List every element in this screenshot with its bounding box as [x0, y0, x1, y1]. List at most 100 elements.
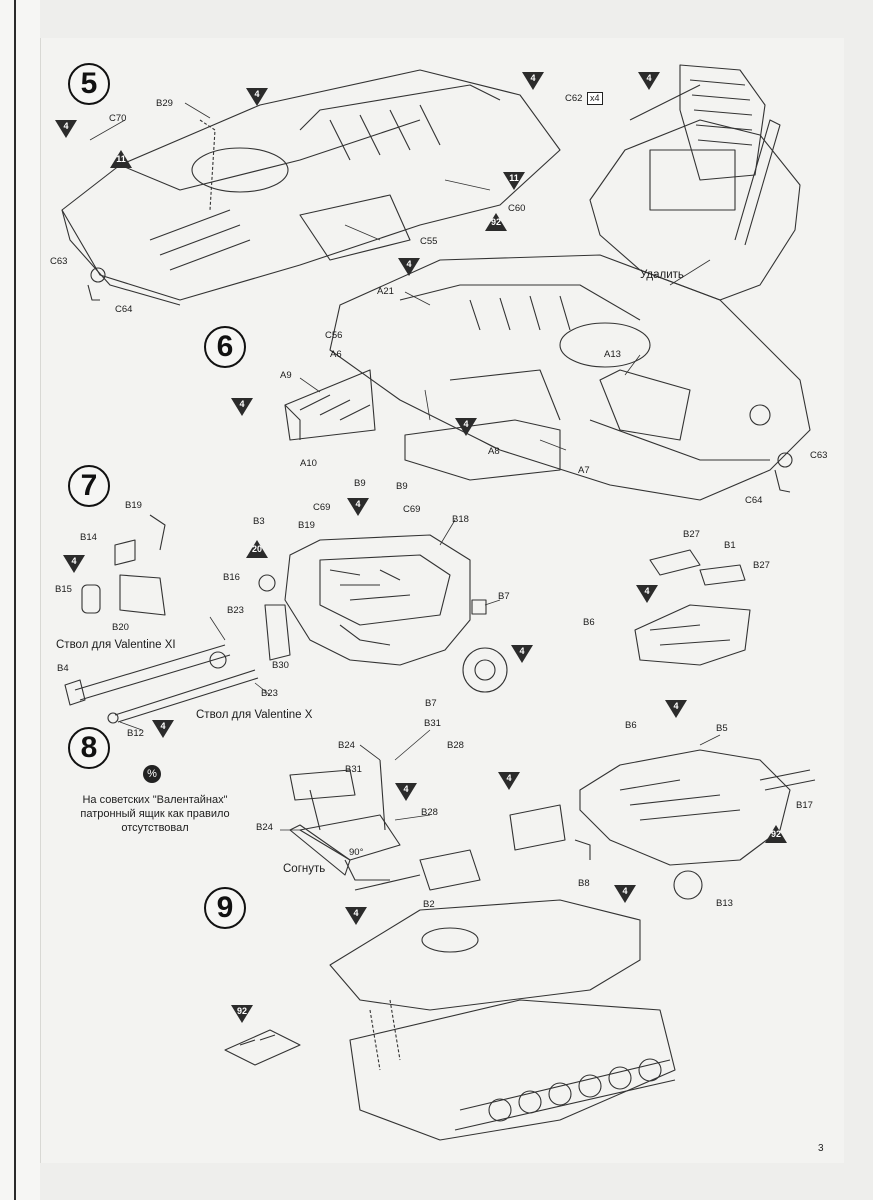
paint-code-triangle: 4 — [638, 72, 660, 90]
paint-code-triangle: 20 — [246, 540, 268, 558]
part-label: B5 — [716, 723, 728, 734]
step-number-6: 6 — [204, 326, 246, 368]
paint-code-triangle: 11 — [110, 150, 132, 168]
part-label: A21 — [377, 286, 394, 297]
part-label: B20 — [112, 622, 129, 633]
part-label: C63 — [810, 450, 828, 461]
paint-code-triangle: 4 — [345, 907, 367, 925]
hull-top-drawing — [61, 69, 561, 306]
paint-code-triangle: 4 — [665, 700, 687, 718]
step-number-9: 9 — [204, 887, 246, 929]
paint-code-triangle: 4 — [636, 585, 658, 603]
part-label: A6 — [330, 349, 342, 360]
part-label: B27 — [683, 529, 700, 540]
step-number-8: 8 — [68, 727, 110, 769]
part-label: A13 — [604, 349, 621, 360]
part-label: A9 — [280, 370, 292, 381]
paint-code-triangle: 4 — [395, 783, 417, 801]
part-label: B1 — [724, 540, 736, 551]
ammo-box-drawing — [289, 759, 401, 881]
part-label: C64 — [745, 495, 763, 506]
hull-rear-drawing — [589, 64, 801, 301]
part-label: B29 — [156, 98, 173, 109]
part-label: B30 — [272, 660, 289, 671]
paint-code-triangle: 4 — [55, 120, 77, 138]
paint-code-triangle: 4 — [246, 88, 268, 106]
paint-code-triangle: 92 — [231, 1005, 253, 1023]
part-label: B8 — [578, 878, 590, 889]
scan-margin — [0, 0, 40, 1200]
part-label: B14 — [80, 532, 97, 543]
quantity-badge: x4 — [587, 92, 603, 105]
soviet-valentine-note: На советских "Валентайнах" патронный ящи… — [80, 794, 230, 834]
paint-code-triangle: 4 — [455, 418, 477, 436]
paint-code-triangle: 4 — [398, 258, 420, 276]
part-label: C69 — [313, 502, 331, 513]
part-label: C69 — [403, 504, 421, 515]
step-number-5: 5 — [68, 63, 110, 105]
part-label: B3 — [253, 516, 265, 527]
part-label: B17 — [796, 800, 813, 811]
part-label: B19 — [125, 500, 142, 511]
part-label: B19 — [298, 520, 315, 531]
part-label: B2 — [423, 899, 435, 910]
part-label: B24 — [256, 822, 273, 833]
part-label: A7 — [578, 465, 590, 476]
paint-code-triangle: 11 — [503, 172, 525, 190]
binding-edge-line — [14, 0, 16, 1200]
part-label: C63 — [50, 256, 68, 267]
leader-lines — [89, 102, 721, 831]
part-label: B9 — [354, 478, 366, 489]
paint-code-triangle: 4 — [522, 72, 544, 90]
part-label: B24 — [338, 740, 355, 751]
paint-code-triangle: 4 — [347, 498, 369, 516]
page-number: 3 — [818, 1143, 824, 1154]
paint-code-triangle: 4 — [63, 555, 85, 573]
part-label: B31 — [424, 718, 441, 729]
part-label: B23 — [227, 605, 244, 616]
paint-code-triangle: 4 — [614, 885, 636, 903]
no-ammo-box-symbol: % — [143, 765, 161, 783]
paint-code-triangle: 92 — [485, 213, 507, 231]
part-label: B6 — [625, 720, 637, 731]
turret-drawing — [64, 514, 751, 724]
part-label: B9 — [396, 481, 408, 492]
part-label: B16 — [223, 572, 240, 583]
part-label: B13 — [716, 898, 733, 909]
part-label: B7 — [425, 698, 437, 709]
hull-body-drawing — [284, 254, 811, 501]
paint-code-triangle: 4 — [511, 645, 533, 663]
bend-instruction: Согнуть — [283, 863, 326, 875]
part-label: C64 — [115, 304, 133, 315]
part-label: C56 — [325, 330, 343, 341]
remove-instruction: Удалить — [640, 269, 684, 281]
part-label: B6 — [583, 617, 595, 628]
turret-assembled-drawing — [509, 749, 816, 900]
part-label: A10 — [300, 458, 317, 469]
part-label: B28 — [421, 807, 438, 818]
barrel-caption-valentine-xi: Ствол для Valentine XI — [56, 639, 176, 651]
part-label: C60 — [508, 203, 526, 214]
part-label: B31 — [345, 764, 362, 775]
full-tank-drawing — [224, 849, 676, 1141]
instruction-sheet — [40, 38, 844, 1163]
part-label: B28 — [447, 740, 464, 751]
bend-angle-label: 90° — [349, 847, 364, 858]
step-number-7: 7 — [68, 465, 110, 507]
part-label: B18 — [452, 514, 469, 525]
part-label: B27 — [753, 560, 770, 571]
part-label: C62 — [565, 93, 583, 104]
part-label: C70 — [109, 113, 127, 124]
paint-code-triangle: 4 — [498, 772, 520, 790]
barrel-caption-valentine-x: Ствол для Valentine X — [196, 709, 313, 721]
part-label: B4 — [57, 663, 69, 674]
part-label: B15 — [55, 584, 72, 595]
part-label: C55 — [420, 236, 438, 247]
part-label: B23 — [261, 688, 278, 699]
paint-code-triangle: 4 — [231, 398, 253, 416]
part-label: B12 — [127, 728, 144, 739]
paint-code-triangle: 92 — [765, 825, 787, 843]
part-label: B7 — [498, 591, 510, 602]
part-label: A8 — [488, 446, 500, 457]
